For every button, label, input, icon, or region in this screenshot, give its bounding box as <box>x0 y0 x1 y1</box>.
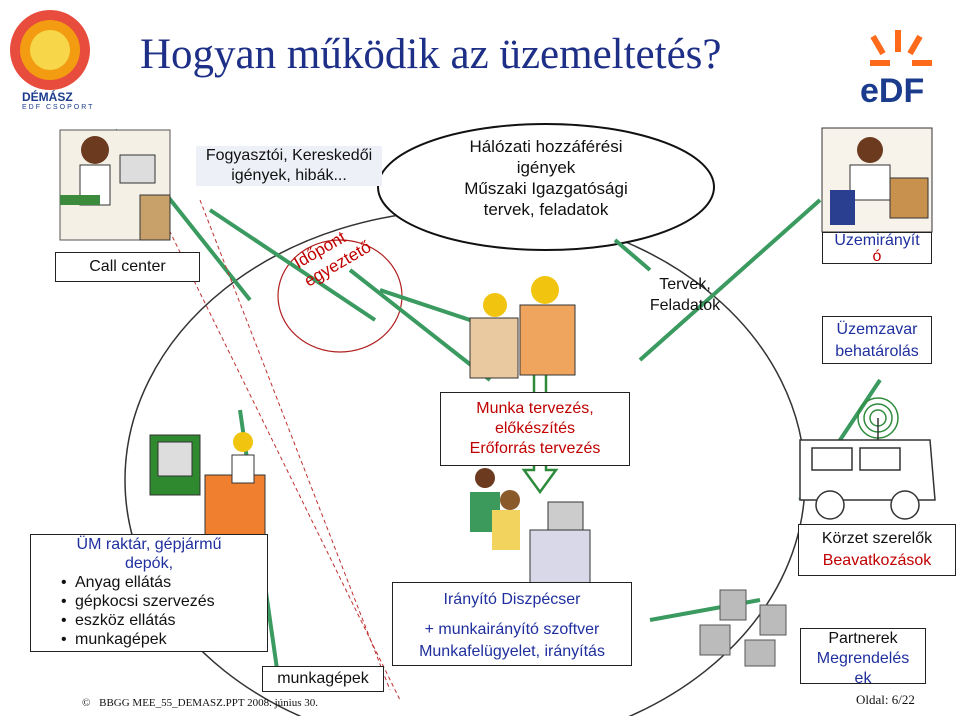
district-line-2: Beavatkozások <box>822 552 932 569</box>
warehouse-line-1: ÜM raktár, gépjármű <box>76 536 222 553</box>
dispatcher-line-2: + munkairányító szoftver <box>424 621 600 638</box>
partners-line-1: Partnerek <box>828 630 898 647</box>
call-center-illustration <box>59 129 171 241</box>
partners-line-3: ek <box>854 670 872 687</box>
network-line-4: tervek, feladatok <box>483 200 609 219</box>
warehouse-item: munkagépek <box>61 630 261 649</box>
plans-line-2: Feladatok <box>649 297 721 314</box>
page-number: Oldal: 6/22 <box>856 692 915 707</box>
operator-line-1: Üzemirányít <box>834 232 920 249</box>
dispatcher-label: Irányító Diszpécser + munkairányító szof… <box>392 582 632 666</box>
demasz-logo <box>10 10 90 90</box>
district-workers-illustration <box>699 589 787 667</box>
operator-label: Üzemirányít ó <box>822 232 932 265</box>
district-workers-label: Körzet szerelők Beavatkozások <box>798 524 956 576</box>
network-requests-label: Hálózati hozzáférési igények Műszaki Iga… <box>400 136 692 220</box>
work-line-2: előkészítés <box>494 420 576 437</box>
partners-line-2: Megrendelés <box>816 650 910 667</box>
operator-illustration <box>821 127 933 233</box>
edf-logo <box>870 30 932 66</box>
warehouse-label: ÜM raktár, gépjármű depók, Anyag ellátás… <box>30 534 268 652</box>
dispatcher-line-3: Munkafelügyelet, irányítás <box>419 643 605 660</box>
plans-label: Tervek, Feladatok <box>630 274 740 316</box>
call-center-label: Call center <box>55 252 200 282</box>
demasz-name: DÉMÁSZ <box>22 90 73 104</box>
machines-label: munkagépek <box>262 666 384 692</box>
outage-line-2: behatárolás <box>835 343 919 360</box>
page-title: Hogyan működik az üzemeltetés? <box>140 31 722 78</box>
dispatcher-illustration <box>470 468 591 586</box>
antenna-illustration <box>857 397 899 440</box>
partners-label: Partnerek Megrendelés ek <box>800 628 926 687</box>
network-ellipse <box>377 123 715 251</box>
warehouse-item: Anyag ellátás <box>61 573 261 592</box>
outage-line-1: Üzemzavar <box>836 321 918 338</box>
operator-line-2: ó <box>872 248 882 265</box>
district-line-1: Körzet szerelők <box>821 530 933 547</box>
consumer-requests-label: Fogyasztói, Kereskedői igények, hibák... <box>196 146 382 186</box>
network-line-1: Hálózati hozzáférési <box>469 137 623 156</box>
warehouse-line-2: depók, <box>124 555 174 572</box>
consumer-requests-text: Fogyasztói, Kereskedői igények, hibák... <box>205 147 373 184</box>
vehicle-illustration <box>799 439 936 520</box>
edf-wordmark: eDF <box>860 72 925 110</box>
footer: © BBGG MEE_55_DEMASZ.PPT 2008. június 30… <box>82 697 318 709</box>
network-line-3: Műszaki Igazgatósági <box>464 179 628 198</box>
dispatcher-line-1: Irányító Diszpécser <box>443 591 581 608</box>
warehouse-item: gépkocsi szervezés <box>61 592 261 611</box>
network-line-2: igények <box>516 158 576 177</box>
copyright-symbol: © <box>82 697 91 709</box>
workers-illustration <box>469 276 576 379</box>
warehouse-illustration <box>149 432 266 536</box>
work-planning-label: Munka tervezés, előkészítés Erőforrás te… <box>440 392 630 466</box>
outage-label: Üzemzavar behatárolás <box>822 316 932 364</box>
warehouse-items: Anyag ellátás gépkocsi szervezés eszköz … <box>59 573 261 649</box>
plans-line-1: Tervek, <box>659 276 711 293</box>
warehouse-item: eszköz ellátás <box>61 611 261 630</box>
work-line-1: Munka tervezés, <box>476 400 594 417</box>
work-line-3: Erőforrás tervezés <box>469 440 601 457</box>
demasz-sub: EDF CSOPORT <box>22 104 95 111</box>
footer-file-date: BBGG MEE_55_DEMASZ.PPT 2008. június 30. <box>99 697 319 709</box>
